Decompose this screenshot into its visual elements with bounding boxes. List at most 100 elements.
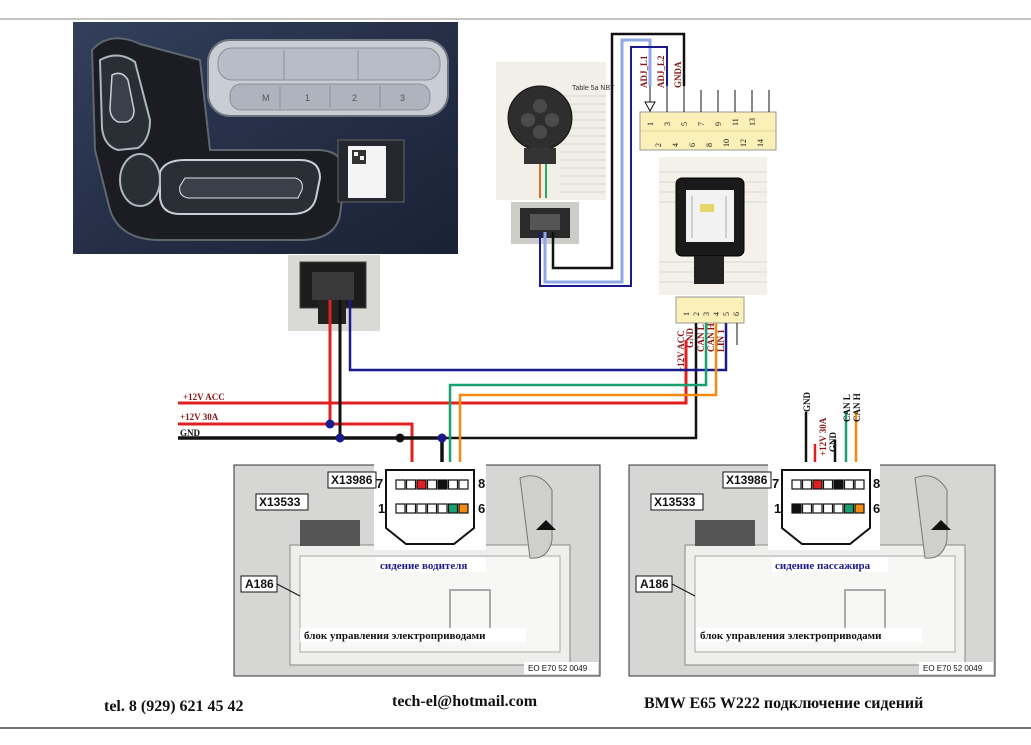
passenger-wire-canl: CAN L [842, 394, 852, 422]
passenger-connector-id: X13986 [726, 473, 768, 487]
connector6-pin-2: 2 [692, 312, 701, 316]
pas-bot-cell-1 [791, 503, 802, 514]
passenger-connector-pinout: 7 8 1 6 [768, 462, 880, 550]
module-label-canh: CAN H [706, 323, 716, 352]
driver-callouts: X13533 X13986 A186 сидение водителя блок… [240, 471, 598, 674]
driver-seat-label: сидение водителя [380, 560, 467, 572]
module-label-canl: CAN L [696, 324, 706, 352]
module-label-acc: +12V ACC [676, 330, 686, 372]
driver-connector-pinout: 7 8 1 6 [374, 462, 486, 550]
passenger-wire-gnd: GND [802, 392, 812, 413]
memory-button-m: M [262, 93, 270, 103]
connector14-pin-bottom-8: 8 [705, 143, 714, 147]
driver-pin-6: 6 [478, 501, 485, 516]
pas-top-cell-3 [812, 479, 823, 490]
label-gnda: GNDA [673, 61, 683, 88]
memory-button-1: 1 [305, 93, 310, 103]
drv-top-cell-2 [405, 479, 417, 490]
drv-bot-cell-2 [405, 503, 417, 514]
passenger-code: EO E70 52 0049 [923, 664, 983, 673]
module-label-lin: LIN 1 [716, 329, 726, 352]
driver-pin-8: 8 [478, 476, 485, 491]
nbt-pin-table-photo: Table 5a NBT [496, 62, 615, 244]
connector6-pin-6: 6 [732, 312, 741, 316]
table-caption: Table 5a NBT [572, 85, 615, 92]
passenger-pin-1: 1 [774, 501, 781, 516]
passenger-callouts: X13533 X13986 A186 сидение пассажира бло… [635, 471, 993, 674]
memory-button-2: 2 [352, 93, 357, 103]
footer-title: BMW E65 W222 подключение сидений [644, 695, 924, 712]
drv-bot-cell-4 [426, 503, 438, 514]
pas-bot-cell-6 [843, 503, 855, 514]
direction-arrow-icon [536, 520, 556, 530]
connector14-pin-top-7: 7 [697, 122, 706, 126]
driver-code: EO E70 52 0049 [528, 664, 588, 673]
connector14-pin-bottom-2: 2 [654, 143, 663, 147]
connector14-pin-top-11: 11 [731, 118, 740, 126]
pas-bot-cell-3 [812, 503, 823, 514]
drv-top-cell-1 [395, 479, 406, 490]
connector14-pin-top-5: 5 [680, 122, 689, 126]
driver-ground-id: X13533 [259, 495, 301, 509]
connector14-pin-top-1: 1 [646, 122, 655, 126]
pas-top-cell-6 [843, 479, 855, 490]
pas-bot-cell-7 [854, 503, 865, 514]
connector14-pin-bottom-4: 4 [671, 143, 680, 147]
rail-label-gnd: GND [180, 428, 201, 438]
connector14-pin-top-13: 13 [748, 118, 757, 126]
drv-bot-cell-7 [458, 503, 469, 514]
wires-nbt [539, 32, 686, 287]
footer-email: tech-el@hotmail.com [392, 693, 538, 710]
driver-pin-7: 7 [376, 476, 383, 491]
interface-module-photo [659, 157, 767, 295]
pas-top-cell-2 [801, 479, 813, 490]
drv-bot-cell-6 [447, 503, 459, 514]
passenger-pin-6: 6 [873, 501, 880, 516]
memory-button-3: 3 [400, 93, 405, 103]
drv-bot-cell-1 [395, 503, 406, 514]
label-adj-l2: ADJ_L2 [656, 55, 666, 88]
pas-top-cell-1 [791, 479, 802, 490]
passenger-wire-30a: +12V 30A [818, 417, 828, 456]
pas-bot-cell-5 [833, 503, 844, 514]
pas-top-cell-5 [833, 479, 844, 490]
seat-switch-photo: M 1 2 3 [73, 22, 458, 254]
passenger-wire-canh: CAN H [852, 393, 862, 422]
driver-connector-id: X13986 [331, 473, 373, 487]
rail-label-acc: +12V ACC [183, 392, 225, 402]
passenger-unit-id: A186 [640, 577, 669, 591]
power-rails [178, 300, 728, 486]
pas-bot-cell-2 [801, 503, 813, 514]
drv-bot-cell-3 [416, 503, 427, 514]
connector14-pin-bottom-12: 12 [739, 139, 748, 147]
passenger-unit-label: блок управления электроприводами [700, 630, 882, 642]
direction-arrow-icon [931, 520, 951, 530]
drv-top-cell-4 [426, 479, 438, 490]
drv-top-cell-5 [437, 479, 448, 490]
junction-dots [325, 419, 447, 443]
connector6-pin-3: 3 [702, 312, 711, 316]
passenger-pin-7: 7 [772, 476, 779, 491]
driver-pin-1: 1 [378, 501, 385, 516]
connector6-pin-4: 4 [712, 312, 721, 316]
passenger-ground-id: X13533 [654, 495, 696, 509]
drv-top-cell-6 [447, 479, 459, 490]
driver-unit-id: A186 [245, 577, 274, 591]
rail-label-30a: +12V 30A [180, 412, 219, 422]
module-label-gnd: GND [685, 328, 695, 349]
connector14-pin-bottom-6: 6 [688, 143, 697, 147]
pin1-arrow-icon [644, 101, 656, 113]
connector14-pin-bottom-14: 14 [756, 139, 765, 147]
passenger-wire-gnd2: GND [828, 432, 838, 453]
connector14-pin-top-9: 9 [714, 122, 723, 126]
connector14-pin-top-3: 3 [663, 122, 672, 126]
seat-harness-connector-photo [288, 255, 380, 331]
connector6-pin-1: 1 [682, 312, 691, 316]
passenger-seat-label: сидение пассажира [775, 560, 871, 572]
drv-bot-cell-5 [437, 503, 448, 514]
drv-top-cell-3 [416, 479, 427, 490]
